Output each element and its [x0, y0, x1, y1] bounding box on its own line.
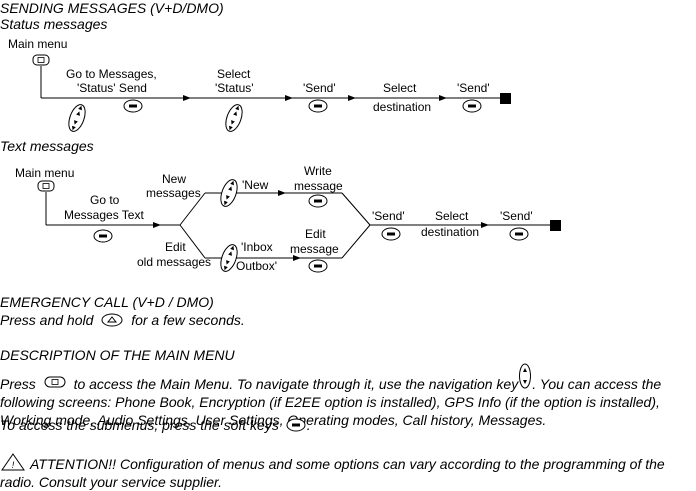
navigation-key-icon	[65, 101, 89, 135]
section-title-emergency: EMERGENCY CALL (V+D / DMO)	[0, 294, 214, 310]
label-messages-text: Messages Text	[64, 208, 144, 222]
label-new-quote: 'New	[242, 178, 269, 192]
svg-text:!: !	[12, 460, 15, 470]
label-main-menu: Main menu	[15, 166, 75, 180]
soft-key-icon	[93, 229, 113, 243]
section-title-sending: SENDING MESSAGES (V+D/DMO)	[0, 0, 224, 16]
label-destination: destination	[421, 225, 480, 239]
description-submenus: To access the submenus, press the soft k…	[0, 417, 311, 433]
soft-key-icon	[308, 259, 328, 273]
label-edit-message: message	[290, 242, 339, 256]
label-main-menu: Main menu	[8, 37, 68, 51]
section-title-description: DESCRIPTION OF THE MAIN MENU	[0, 347, 235, 363]
label-send: 'Send'	[372, 209, 405, 223]
label-inbox: 'Inbox	[241, 240, 273, 254]
label-old-messages: old messages	[137, 255, 212, 269]
description-submenus-end: .	[306, 417, 311, 433]
label-goto-messages: Go to Messages,	[66, 67, 157, 81]
label-status-send: 'Status' Send	[77, 81, 147, 95]
soft-key-icon	[308, 194, 328, 208]
subtitle-text-messages: Text messages	[0, 138, 94, 154]
label-write: Write	[304, 164, 332, 178]
status-flow-diagram	[32, 54, 561, 275]
end-square	[500, 93, 511, 104]
soft-key-icon	[509, 227, 529, 241]
emergency-key-icon	[101, 313, 123, 327]
label-edit: Edit	[165, 240, 186, 254]
soft-key-icon	[308, 99, 328, 113]
soft-key-icon	[462, 99, 482, 113]
label-send: 'Send'	[303, 81, 336, 95]
soft-key-icon	[286, 418, 306, 432]
menu-key-icon	[32, 54, 50, 66]
end-square	[550, 220, 561, 231]
label-new-messages: messages	[146, 186, 201, 200]
emergency-text-after: for a few seconds.	[131, 312, 245, 328]
label-write-message: message	[294, 179, 343, 193]
label-new: New	[162, 172, 187, 186]
description-screens-text: . You can access the following screens: …	[0, 376, 662, 428]
label-select: Select	[435, 209, 469, 223]
menu-key-icon	[37, 180, 55, 192]
description-nav-text: to access the Main Menu. To navigate thr…	[73, 376, 519, 392]
attention-note: ! ATTENTION!! Configuration of menus and…	[0, 452, 696, 491]
label-goto: Go to	[90, 193, 120, 207]
label-select-destination: Select	[383, 81, 417, 95]
description-press: Press	[0, 376, 36, 392]
attention-text: ATTENTION!! Configuration of menus and s…	[0, 456, 665, 490]
label-send-final: 'Send'	[500, 209, 533, 223]
soft-key-icon	[381, 227, 401, 241]
description-submenus-text: To access the submenus, press the soft k…	[0, 417, 279, 433]
label-status: 'Status'	[215, 81, 254, 95]
label-outbox: Outbox'	[236, 259, 277, 273]
label-select: Select	[217, 67, 251, 81]
label-send-final: 'Send'	[457, 81, 490, 95]
label-edit-msg: Edit	[305, 227, 326, 241]
emergency-text-before: Press and hold	[0, 312, 94, 328]
description-paragraph: Press to access the Main Menu. To naviga…	[0, 363, 696, 429]
emergency-instructions: Press and hold for a few seconds.	[0, 312, 245, 328]
soft-key-icon	[123, 99, 143, 113]
navigation-key-icon	[519, 363, 532, 389]
label-destination: destination	[373, 100, 432, 114]
menu-key-icon	[44, 376, 66, 388]
navigation-key-icon	[222, 101, 246, 135]
subtitle-status-messages: Status messages	[0, 16, 108, 32]
warning-icon: !	[1, 453, 25, 471]
